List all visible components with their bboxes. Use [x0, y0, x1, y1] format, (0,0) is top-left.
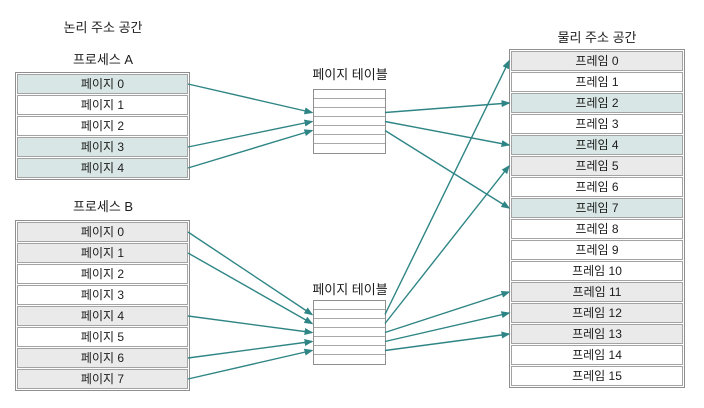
frame-7: 프레임 7	[511, 198, 683, 218]
page-table-b-row-2	[314, 319, 385, 328]
logical-address-space-title: 논리 주소 공간	[63, 20, 143, 35]
page-table-b-row-5	[314, 346, 385, 355]
frame-0: 프레임 0	[511, 51, 683, 71]
page-table-a-label: 페이지 테이블	[312, 67, 388, 82]
frame-10: 프레임 10	[511, 261, 683, 281]
page-table-a-row-3	[314, 117, 385, 126]
frame-12: 프레임 12	[511, 303, 683, 323]
frame-2: 프레임 2	[511, 93, 683, 113]
process-b-page-5: 페이지 5	[17, 327, 188, 347]
page-table-b-row-0	[314, 301, 385, 310]
page-table-b-row-1	[314, 310, 385, 319]
process-a-box: 페이지 0 페이지 1 페이지 2 페이지 3 페이지 4	[15, 72, 190, 180]
frame-14: 프레임 14	[511, 345, 683, 365]
page-table-a-row-4	[314, 126, 385, 135]
frame-11: 프레임 11	[511, 282, 683, 302]
process-b-box: 페이지 0 페이지 1 페이지 2 페이지 3 페이지 4 페이지 5 페이지 …	[15, 220, 190, 391]
page-table-a-row-0	[314, 90, 385, 99]
frame-8: 프레임 8	[511, 219, 683, 239]
frame-15: 프레임 15	[511, 366, 683, 386]
process-b-page-3: 페이지 3	[17, 285, 188, 305]
page-table-b-row-6	[314, 355, 385, 364]
physical-frames-box: 프레임 0 프레임 1 프레임 2 프레임 3 프레임 4 프레임 5 프레임 …	[509, 49, 685, 388]
process-a-page-4: 페이지 4	[17, 158, 188, 178]
process-a-label: 프로세스 A	[72, 52, 134, 67]
process-a-page-3: 페이지 3	[17, 137, 188, 157]
process-b-label: 프로세스 B	[72, 199, 134, 214]
process-a-page-2: 페이지 2	[17, 116, 188, 136]
process-b-page-7: 페이지 7	[17, 369, 188, 389]
physical-address-space-title: 물리 주소 공간	[557, 30, 637, 45]
page-table-b-label: 페이지 테이블	[312, 282, 388, 297]
process-b-page-4: 페이지 4	[17, 306, 188, 326]
process-b-page-6: 페이지 6	[17, 348, 188, 368]
page-table-b-row-4	[314, 337, 385, 346]
page-table-a-row-2	[314, 108, 385, 117]
process-b-page-1: 페이지 1	[17, 243, 188, 263]
process-a-page-0: 페이지 0	[17, 74, 188, 94]
frame-4: 프레임 4	[511, 135, 683, 155]
page-table-a	[313, 89, 386, 154]
process-b-page-0: 페이지 0	[17, 222, 188, 242]
process-b-page-2: 페이지 2	[17, 264, 188, 284]
frame-1: 프레임 1	[511, 72, 683, 92]
page-table-b	[313, 300, 386, 365]
page-table-a-row-1	[314, 99, 385, 108]
page-table-a-row-6	[314, 144, 385, 153]
page-table-a-row-5	[314, 135, 385, 144]
frame-9: 프레임 9	[511, 240, 683, 260]
frame-6: 프레임 6	[511, 177, 683, 197]
page-table-b-row-3	[314, 328, 385, 337]
frame-5: 프레임 5	[511, 156, 683, 176]
frame-3: 프레임 3	[511, 114, 683, 134]
frame-13: 프레임 13	[511, 324, 683, 344]
process-a-page-1: 페이지 1	[17, 95, 188, 115]
